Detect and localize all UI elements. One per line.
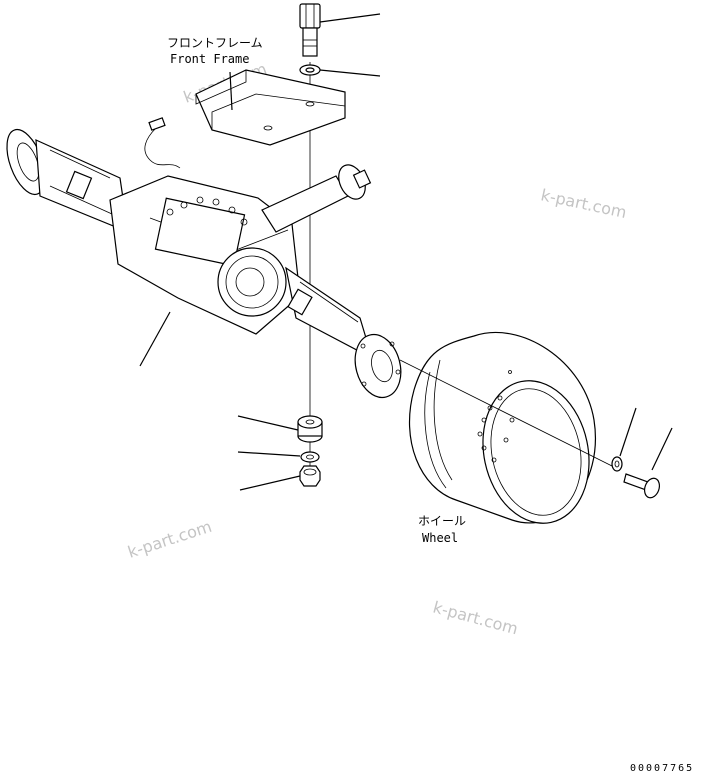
- wheel-washer: [611, 456, 623, 472]
- leader-washer-top: [319, 69, 381, 77]
- wheel-rim: [399, 331, 613, 524]
- watermark-4: k-part.com: [431, 598, 520, 639]
- mount-washer-top: [299, 64, 321, 76]
- leader-front-frame: [229, 71, 233, 111]
- document-number: 00007765: [630, 763, 694, 774]
- axle-assembly: [6, 117, 402, 399]
- leader-wheel-bolt: [651, 427, 673, 471]
- front-frame-label-jp: フロントフレーム: [167, 36, 263, 50]
- leader-axle: [139, 311, 171, 367]
- front-frame-bracket: [195, 69, 346, 146]
- leader-wheel-washer: [619, 407, 637, 457]
- leader-bolt: [319, 13, 381, 23]
- mount-washer-bottom: [300, 451, 320, 463]
- mount-spacer: [297, 415, 323, 443]
- watermark-2: k-part.com: [539, 185, 628, 222]
- mount-bolt: [299, 3, 321, 57]
- leader-spacer: [237, 415, 299, 431]
- mount-nut: [299, 465, 321, 487]
- front-frame-label-en: Front Frame: [170, 52, 249, 66]
- wheel-label-jp: ホイール: [418, 514, 466, 528]
- watermark-3: k-part.com: [125, 517, 214, 562]
- leader-washer-bottom: [237, 451, 301, 457]
- wheel-label-en: Wheel: [422, 531, 458, 545]
- leader-nut: [239, 475, 301, 491]
- wheel-bolt: [623, 473, 661, 499]
